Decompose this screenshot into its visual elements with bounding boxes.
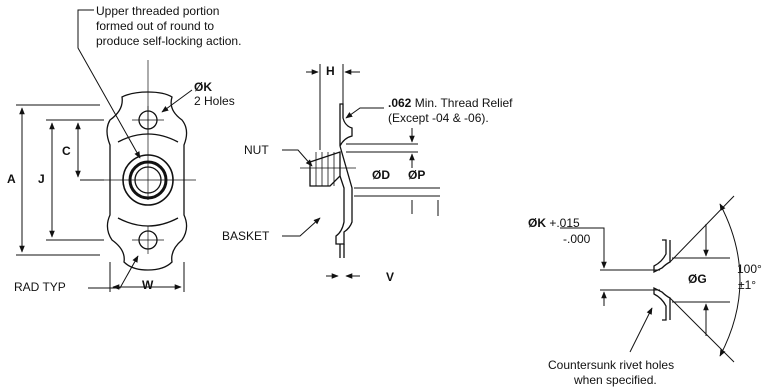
dim-v-label: V	[386, 270, 395, 284]
basket-profile	[335, 145, 353, 245]
thread-relief-except: (Except -04 & -06).	[388, 111, 489, 125]
hole-dim-label: ØK	[194, 80, 212, 94]
k-tolerance-minus: -.000	[563, 232, 591, 246]
countersink-detail	[560, 195, 741, 363]
dim-p-label: ØP	[408, 168, 426, 182]
plate-outline	[106, 91, 188, 271]
countersink-note-line-2: when specified.	[574, 373, 657, 387]
k-tolerance-plus-value: +.015	[546, 216, 580, 230]
dim-h-label: H	[326, 64, 335, 78]
dim-c-label: C	[62, 144, 71, 158]
lower-rib	[117, 217, 179, 227]
plate-section-lower	[653, 286, 671, 321]
k-tolerance-dim: ØK	[528, 216, 546, 230]
rad-typ-label: RAD TYP	[14, 280, 66, 294]
self-locking-note-line-3: produce self-locking action.	[96, 34, 242, 48]
angle-tolerance-label: ±1°	[738, 278, 757, 292]
dim-j-label: J	[38, 172, 45, 186]
self-locking-note-line-1: Upper threaded portion	[96, 4, 220, 18]
countersink-note-line-1: Countersunk rivet holes	[548, 358, 675, 372]
angle-label: 100°	[737, 262, 762, 276]
dim-a-label: A	[7, 172, 16, 186]
thread-relief-text: Min. Thread Relief	[411, 96, 513, 110]
k-tolerance-plus: ØK +.015	[528, 216, 580, 230]
plate-section-upper	[653, 239, 671, 274]
dim-w-label: W	[142, 278, 154, 292]
front-dimensions	[16, 9, 193, 292]
nut-body	[309, 151, 341, 187]
side-dimensions	[282, 64, 440, 279]
basket-label: BASKET	[222, 229, 270, 243]
plate-profile	[339, 103, 353, 147]
side-view	[300, 103, 356, 258]
nut-label: NUT	[244, 143, 269, 157]
thread-relief-note: .062 Min. Thread Relief	[388, 96, 513, 110]
self-locking-note-line-2: formed out of round to	[96, 19, 215, 33]
front-view	[100, 60, 196, 271]
thread-relief-value: .062	[388, 96, 412, 110]
hole-count-label: 2 Holes	[194, 94, 235, 108]
dim-g-label: ØG	[688, 272, 707, 286]
dim-d-label: ØD	[372, 168, 390, 182]
